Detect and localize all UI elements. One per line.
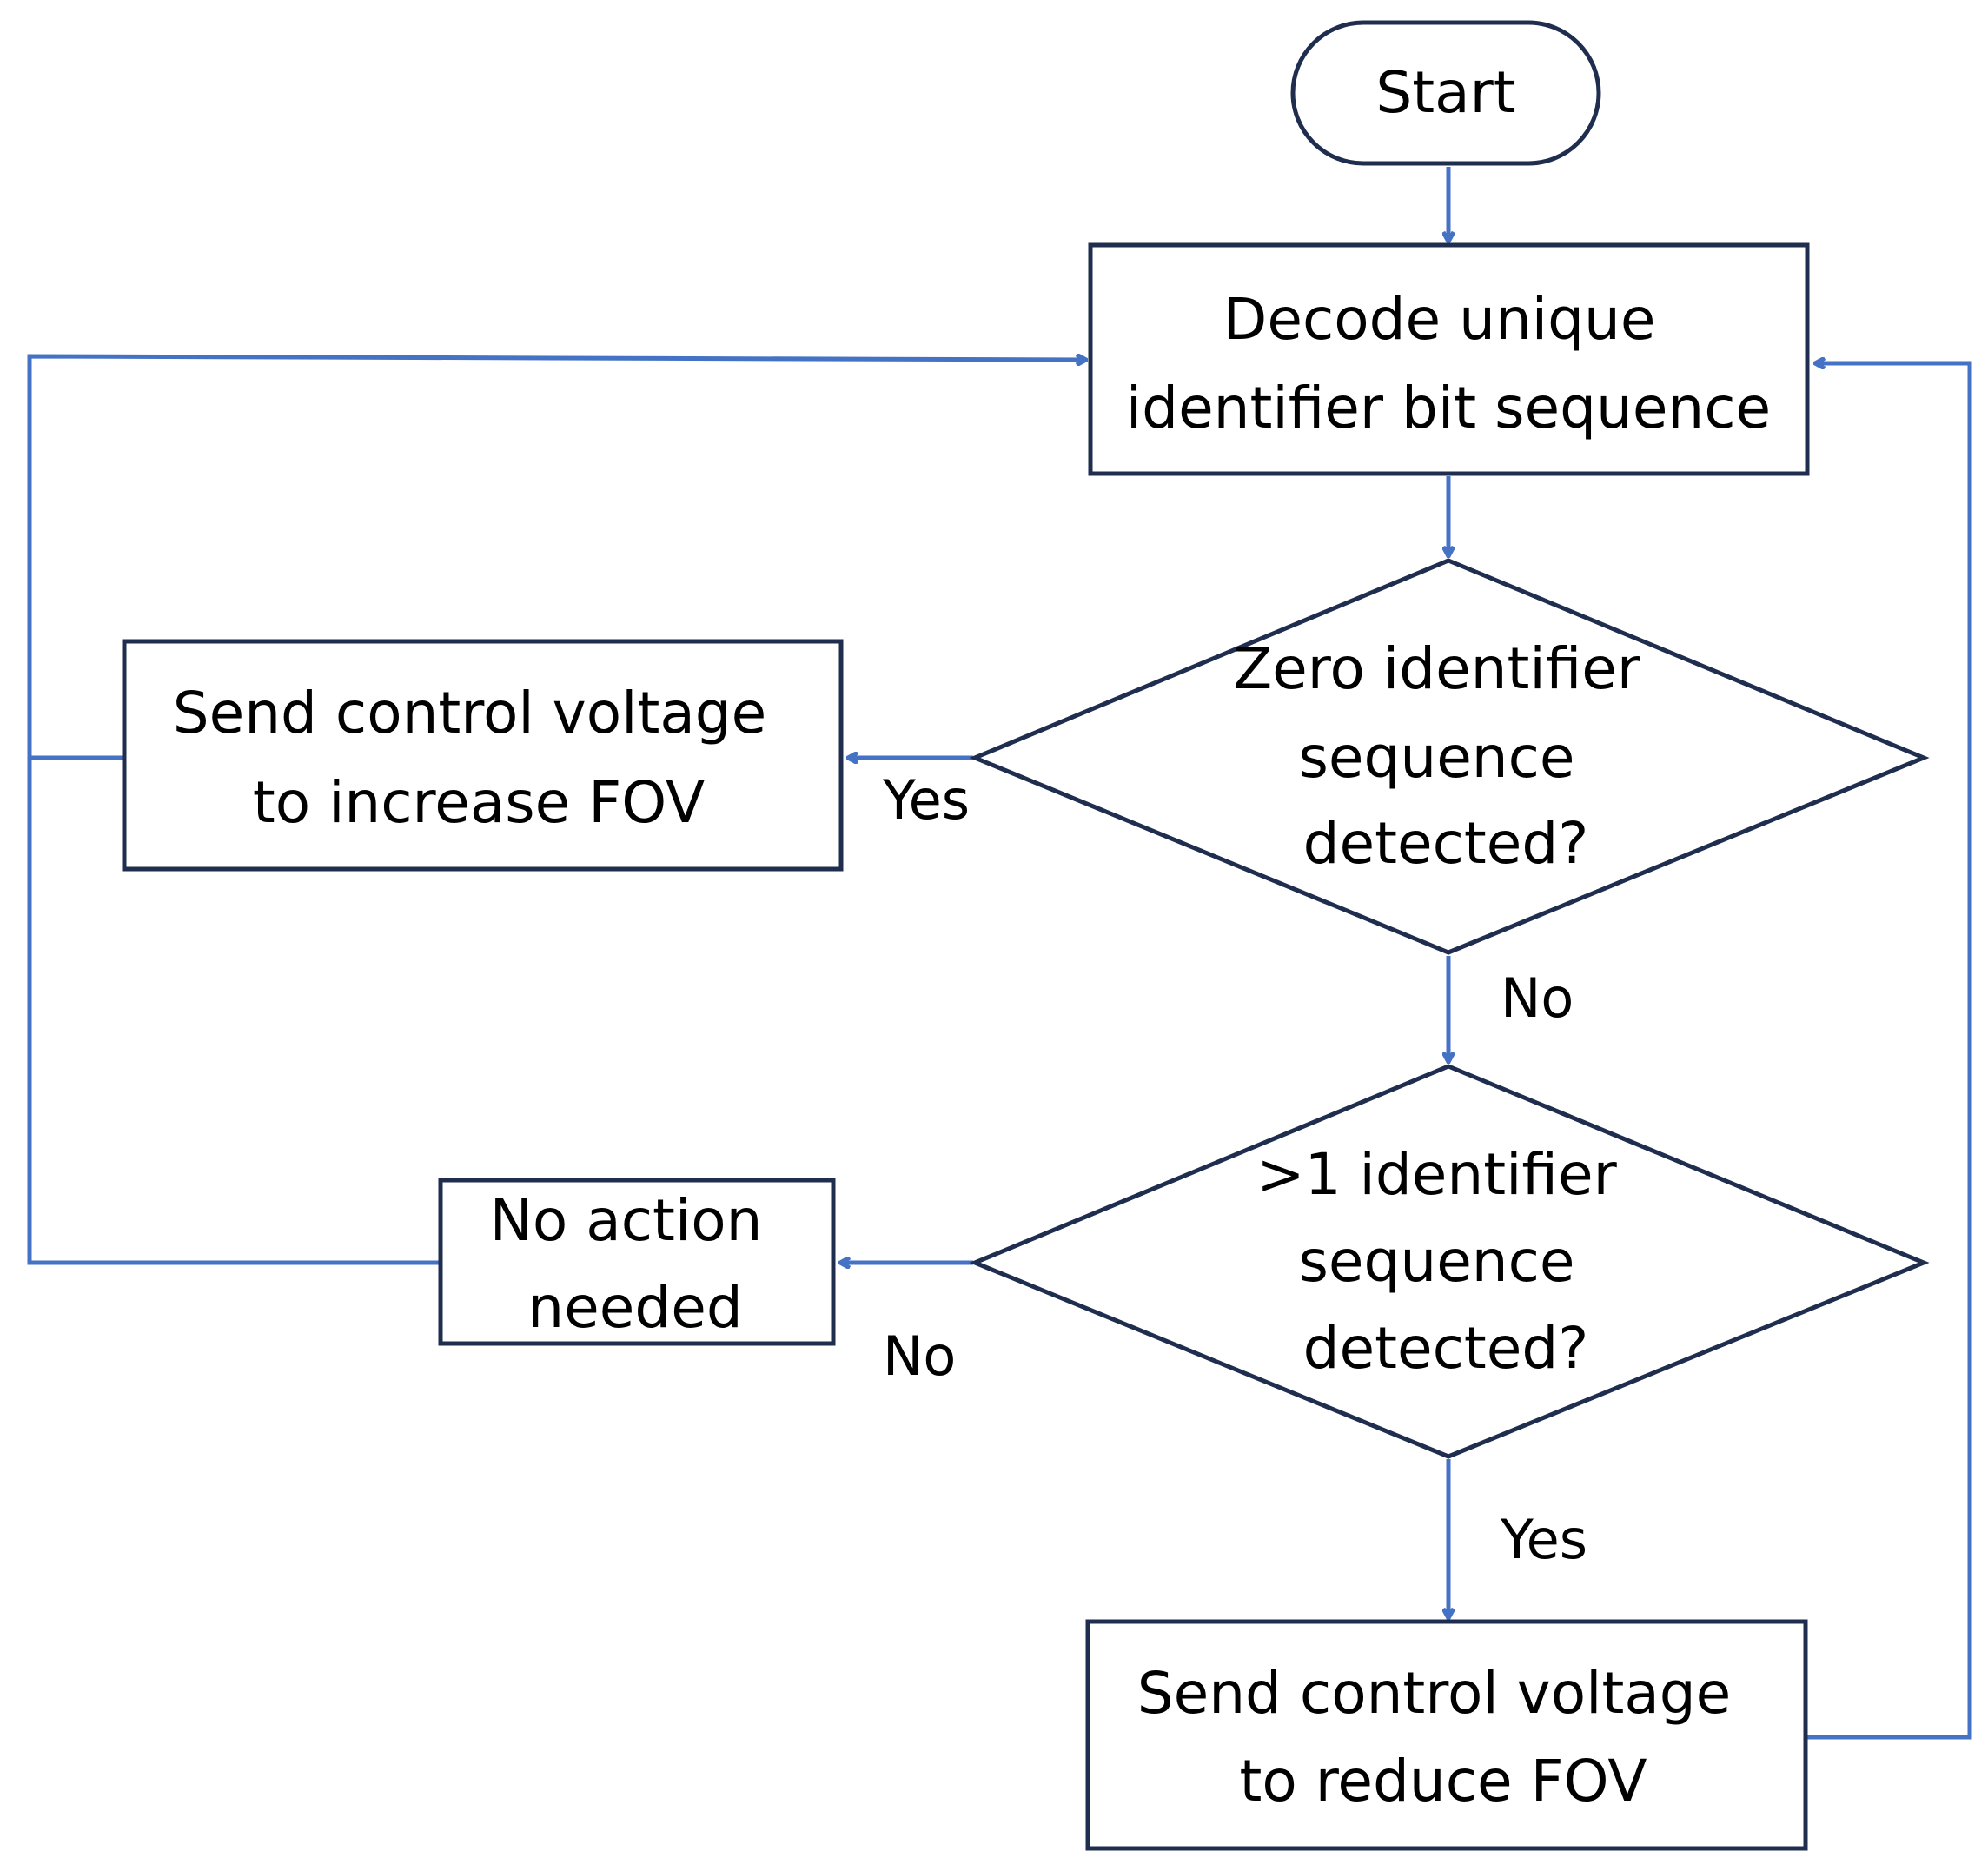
no-action-line-1: No action: [490, 1187, 763, 1254]
increase-fov-line-2: to increase FOV: [253, 769, 705, 836]
reduce-fov-process-box: Send control voltage to reduce FOV: [1085, 1619, 1808, 1851]
multi-identifier-decision: >1 identifier sequence detected?: [969, 1064, 1930, 1459]
edge-label-zero-yes: Yes: [882, 768, 970, 832]
edge-label-zero-no: No: [1501, 966, 1574, 1030]
decode-label-line-1: Decode unique: [1223, 286, 1656, 353]
start-label: Start: [1375, 59, 1515, 126]
zero-identifier-decision: Zero identifier sequence detected?: [969, 558, 1930, 955]
loop-no-action-to-decode: [27, 758, 441, 1265]
reduce-fov-line-2: to reduce FOV: [1239, 1748, 1647, 1815]
svg-text:Send control voltage to: Send control voltage to increase FOV: [173, 680, 785, 836]
edge-label-multi-yes: Yes: [1500, 1508, 1587, 1571]
start-terminal: Start: [1290, 20, 1601, 166]
svg-text:>1 identifier sequence: >1 identifier sequence detected?: [1256, 1141, 1634, 1382]
decode-label-line-2: identifier bit sequence: [1126, 375, 1771, 441]
increase-fov-process-box: Send control voltage to increase FOV: [122, 639, 844, 872]
svg-text:Send control voltage to: Send control voltage to reduce FOV: [1137, 1660, 1750, 1815]
zero-check-line-1: Zero identifier: [1233, 635, 1641, 702]
svg-text:No action needed: No action needed: [490, 1187, 781, 1341]
loop-increase-fov-to-decode: [27, 356, 1086, 760]
zero-check-line-3: detected?: [1303, 810, 1589, 877]
edge-label-multi-no: No: [883, 1324, 956, 1388]
svg-text:Zero identifier sequence: Zero identifier sequence detected?: [1233, 635, 1659, 877]
svg-text:Decode unique identifier: Decode unique identifier bit sequence: [1126, 286, 1771, 441]
multi-check-line-1: >1 identifier: [1256, 1141, 1617, 1208]
no-action-process-box: No action needed: [438, 1178, 836, 1346]
zero-check-line-2: sequence: [1298, 724, 1574, 791]
decode-process-box: Decode unique identifier bit sequence: [1088, 242, 1810, 476]
reduce-fov-line-1: Send control voltage: [1137, 1660, 1732, 1727]
multi-check-line-2: sequence: [1298, 1228, 1574, 1295]
no-action-line-2: needed: [527, 1274, 742, 1341]
increase-fov-line-1: Send control voltage: [173, 680, 767, 747]
multi-check-line-3: detected?: [1303, 1315, 1589, 1382]
loop-reduce-fov-to-decode: [1806, 363, 1972, 1740]
connectors: [27, 167, 1972, 1740]
